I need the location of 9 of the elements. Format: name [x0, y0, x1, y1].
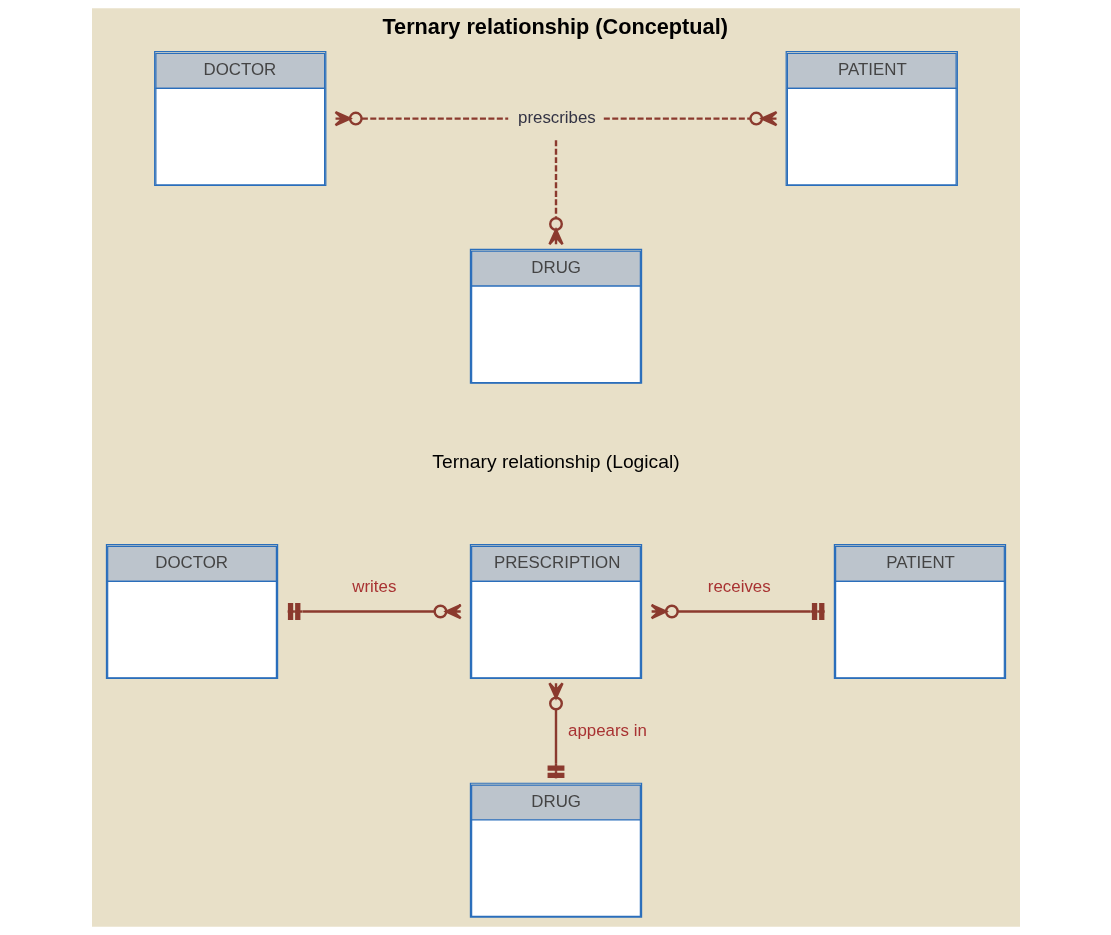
- connector: [603, 110, 778, 127]
- node-text: prescribes: [517, 108, 596, 128]
- edge-label: writes: [351, 576, 396, 596]
- connector: [333, 110, 508, 127]
- diagram-title: Ternary relationship (Conceptual): [381, 14, 728, 40]
- edge-label: appears in: [567, 720, 647, 740]
- edge-label: receives: [707, 576, 771, 596]
- connector: [547, 140, 564, 246]
- label: Ternary relationship (Logical): [431, 451, 680, 473]
